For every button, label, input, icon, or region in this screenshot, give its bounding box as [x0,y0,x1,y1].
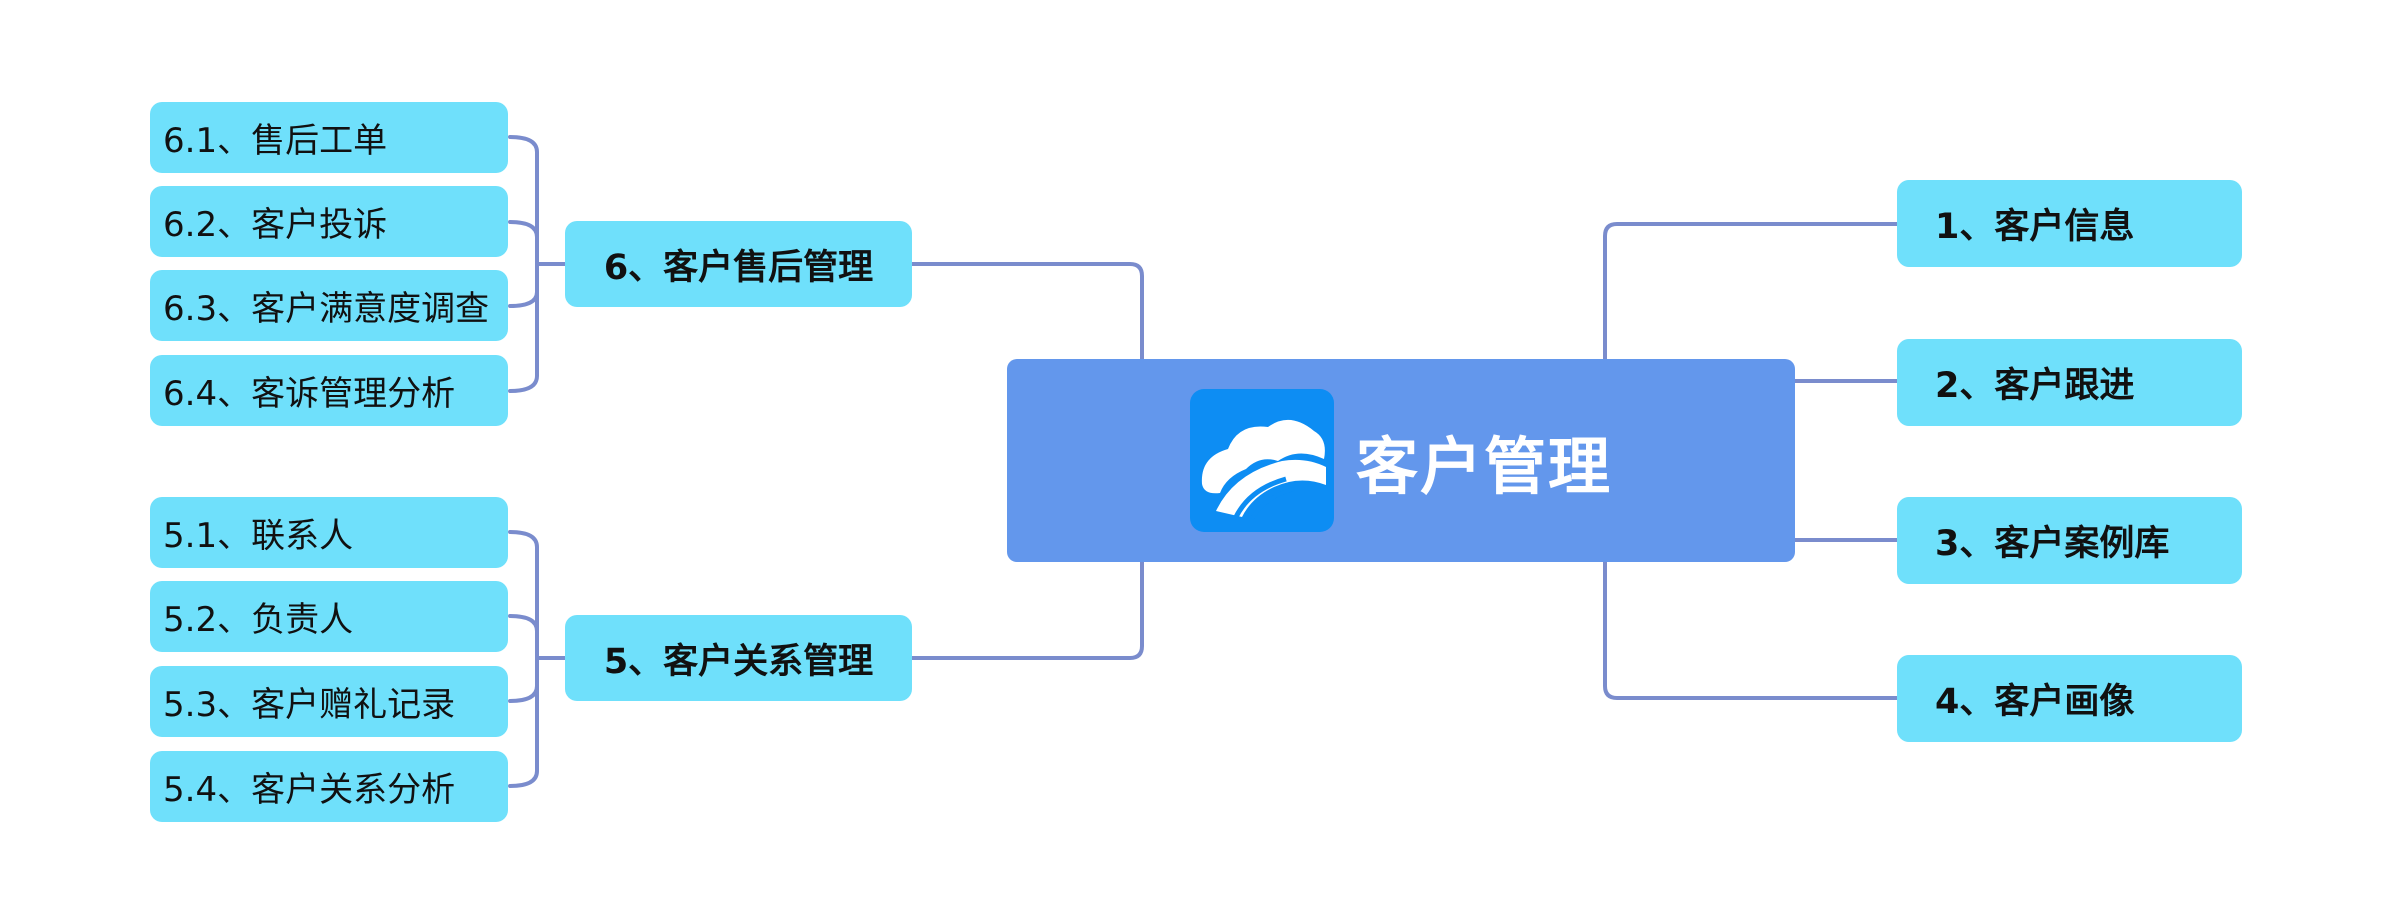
branch-node-6[interactable]: 6、客户售后管理 [565,221,912,307]
central-node[interactable]: 客户管理 [1007,359,1795,562]
right-node-2[interactable]: 2、客户跟进 [1897,339,2242,426]
leaf-node-5-4[interactable]: 5.4、客户关系分析 [150,751,508,822]
leaf-node-5-3[interactable]: 5.3、客户赠礼记录 [150,666,508,737]
right-node-4[interactable]: 4、客户画像 [1897,655,2242,742]
connector-to-right-node-1 [1603,222,1899,361]
connector-to-branch-6 [910,262,1144,361]
leaf-node-5-2[interactable]: 5.2、负责人 [150,581,508,652]
leaf-node-5-1[interactable]: 5.1、联系人 [150,497,508,568]
leaf-node-6-2[interactable]: 6.2、客户投诉 [150,186,508,257]
bracket-branch-5 [508,530,567,788]
right-node-3[interactable]: 3、客户案例库 [1897,497,2242,584]
connector-to-branch-5 [910,560,1144,660]
leaf-node-6-3[interactable]: 6.3、客户满意度调查 [150,270,508,341]
bracket-branch-6 [508,135,567,393]
leaf-node-6-4[interactable]: 6.4、客诉管理分析 [150,355,508,426]
cloud-road-logo-icon [1189,389,1334,532]
leaf-node-6-1[interactable]: 6.1、售后工单 [150,102,508,173]
branch-node-5[interactable]: 5、客户关系管理 [565,615,912,701]
right-node-1[interactable]: 1、客户信息 [1897,180,2242,267]
central-node-title: 客户管理 [1355,429,1612,503]
connector-to-right-node-4 [1603,560,1899,700]
